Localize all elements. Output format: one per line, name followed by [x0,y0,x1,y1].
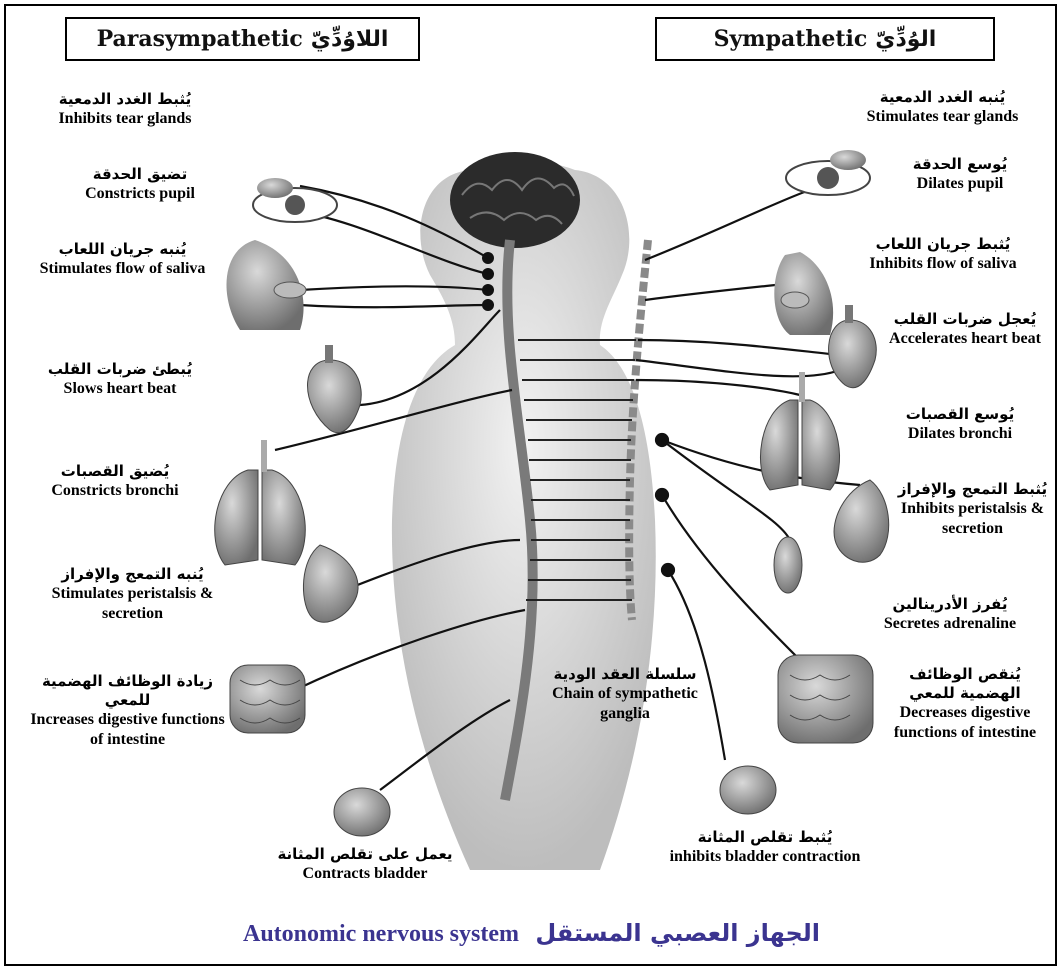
label-constricts-pupil: تضيق الحدقة Constricts pupil [45,165,235,204]
label-contracts-bladder: يعمل على تقلص المثانة Contracts bladder [250,845,480,884]
label-en: Decreases digestive functions of intesti… [880,703,1050,743]
label-ar: يُوسع القصبات [880,405,1040,424]
label-en: Dilates pupil [880,174,1040,194]
label-ar: يُنبه جريان اللعاب [10,240,235,259]
label-en: Increases digestive functions of intesti… [25,710,230,750]
label-stimulates-tear-glands: يُنبه الغدد الدمعية Stimulates tear glan… [835,88,1050,127]
label-en: Contracts bladder [250,864,480,884]
label-en: Accelerates heart beat [880,329,1050,349]
parasympathetic-title-ar: اللاوُدِّيّ [311,27,389,52]
right-salivary-head-icon [774,252,833,335]
sympathetic-title: Sympathetic الوُدِّيّ [655,17,995,61]
label-increases-digestive: زيادة الوظائف الهضمية للمعي Increases di… [25,672,230,750]
right-bladder-icon [720,766,776,814]
label-decreases-digestive: يُنقص الوظائف الهضمية للمعي Decreases di… [880,665,1050,743]
parasympathetic-title: Parasympathetic اللاوُدِّيّ [65,17,420,61]
sympathetic-title-ar: الوُدِّيّ [875,27,936,52]
label-ar: يُثبط الغدد الدمعية [10,90,240,109]
label-ar: يُفرز الأدرينالين [855,595,1045,614]
right-eye-icon [786,150,870,195]
label-en: Slows heart beat [20,379,220,399]
label-en: Inhibits tear glands [10,109,240,129]
right-heart-icon [829,305,877,388]
label-inhibits-saliva: يُثبط جريان اللعاب Inhibits flow of sali… [838,235,1048,274]
label-en: Stimulates peristalsis & secretion [25,584,240,624]
footer-title-ar: الجهاز العصبي المستقل [535,919,820,947]
label-en: Dilates bronchi [880,424,1040,444]
label-stimulates-saliva: يُنبه جريان اللعاب Stimulates flow of sa… [10,240,235,279]
diagram-footer-title: Autonomic nervous system الجهاز العصبي ا… [0,918,1063,948]
label-ar: يُثبط التمعج والإفراز [890,480,1055,499]
label-en: Chain of sympathetic ganglia [545,684,705,724]
label-ar: يُنبه الغدد الدمعية [835,88,1050,107]
label-dilates-bronchi: يُوسع القصبات Dilates bronchi [880,405,1040,444]
label-sympathetic-chain: سلسلة العقد الودية Chain of sympathetic … [545,665,705,724]
label-ar: يُوسع الحدقة [880,155,1040,174]
label-ar: سلسلة العقد الودية [545,665,705,684]
label-ar: يُثبط جريان اللعاب [838,235,1048,254]
label-en: Constricts bronchi [15,481,215,501]
label-inhibits-tear-glands: يُثبط الغدد الدمعية Inhibits tear glands [10,90,240,129]
label-dilates-pupil: يُوسع الحدقة Dilates pupil [880,155,1040,194]
label-slows-heart-beat: يُبطئ ضربات القلب Slows heart beat [20,360,220,399]
label-ar: يُنبه التمعج والإفراز [25,565,240,584]
label-ar: يُعجل ضربات القلب [880,310,1050,329]
label-accelerates-heart-beat: يُعجل ضربات القلب Accelerates heart beat [880,310,1050,349]
label-ar: يُنقص الوظائف الهضمية للمعي [880,665,1050,703]
label-inhibits-peristalsis: يُثبط التمعج والإفراز Inhibits peristals… [890,480,1055,539]
label-ar: يُضيق القصبات [15,462,215,481]
left-bladder-icon [334,788,390,836]
label-en: Inhibits flow of saliva [838,254,1048,274]
body-silhouette [392,161,656,870]
label-ar: يعمل على تقلص المثانة [250,845,480,864]
label-stimulates-peristalsis: يُنبه التمعج والإفراز Stimulates perista… [25,565,240,624]
label-ar: زيادة الوظائف الهضمية للمعي [25,672,230,710]
right-intestine-icon [778,655,873,743]
left-lungs-icon [215,440,306,565]
label-en: Constricts pupil [45,184,235,204]
label-secretes-adrenaline: يُفرز الأدرينالين Secretes adrenaline [855,595,1045,634]
label-en: inhibits bladder contraction [630,847,900,867]
left-heart-icon [308,345,362,433]
footer-title-en: Autonomic nervous system [243,921,519,947]
label-ar: يُبطئ ضربات القلب [20,360,220,379]
sympathetic-title-en: Sympathetic [714,26,868,52]
left-intestine-icon [230,665,305,733]
parasympathetic-title-en: Parasympathetic [97,26,303,52]
brain-icon [450,152,580,248]
label-en: Inhibits peristalsis & secretion [890,499,1055,539]
label-en: Stimulates tear glands [835,107,1050,127]
left-eye-icon [253,178,337,222]
right-stomach-icon [834,480,889,562]
label-inhibits-bladder: يُثبط تقلص المثانة inhibits bladder cont… [630,828,900,867]
left-salivary-head-icon [226,240,306,330]
adrenal-gland-icon [774,537,802,593]
label-ar: يُثبط تقلص المثانة [630,828,900,847]
label-constricts-bronchi: يُضيق القصبات Constricts bronchi [15,462,215,501]
left-stomach-icon [303,545,358,622]
label-en: Stimulates flow of saliva [10,259,235,279]
label-en: Secretes adrenaline [855,614,1045,634]
label-ar: تضيق الحدقة [45,165,235,184]
